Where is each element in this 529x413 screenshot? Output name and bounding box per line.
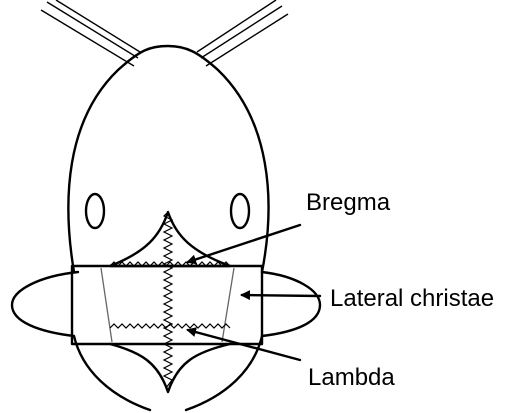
left-eye [86, 194, 104, 228]
left-lateral-christa [101, 268, 112, 342]
bregma-label: Bregma [306, 189, 391, 216]
lateral-christae-arrow [242, 295, 320, 296]
right-eye [231, 194, 249, 228]
right-lateral-christa [222, 268, 234, 342]
skull-plate [110, 212, 230, 266]
right-ear-bar [197, 0, 288, 66]
skull-plate-lower [110, 344, 230, 392]
sagittal-suture [164, 212, 172, 388]
left-ear-bar [41, 0, 140, 66]
lambda-label: Lambda [308, 364, 395, 391]
lambdoid-suture [110, 324, 230, 328]
bregma-arrow [188, 225, 300, 262]
lateral-christae-label: Lateral christae [330, 285, 494, 312]
